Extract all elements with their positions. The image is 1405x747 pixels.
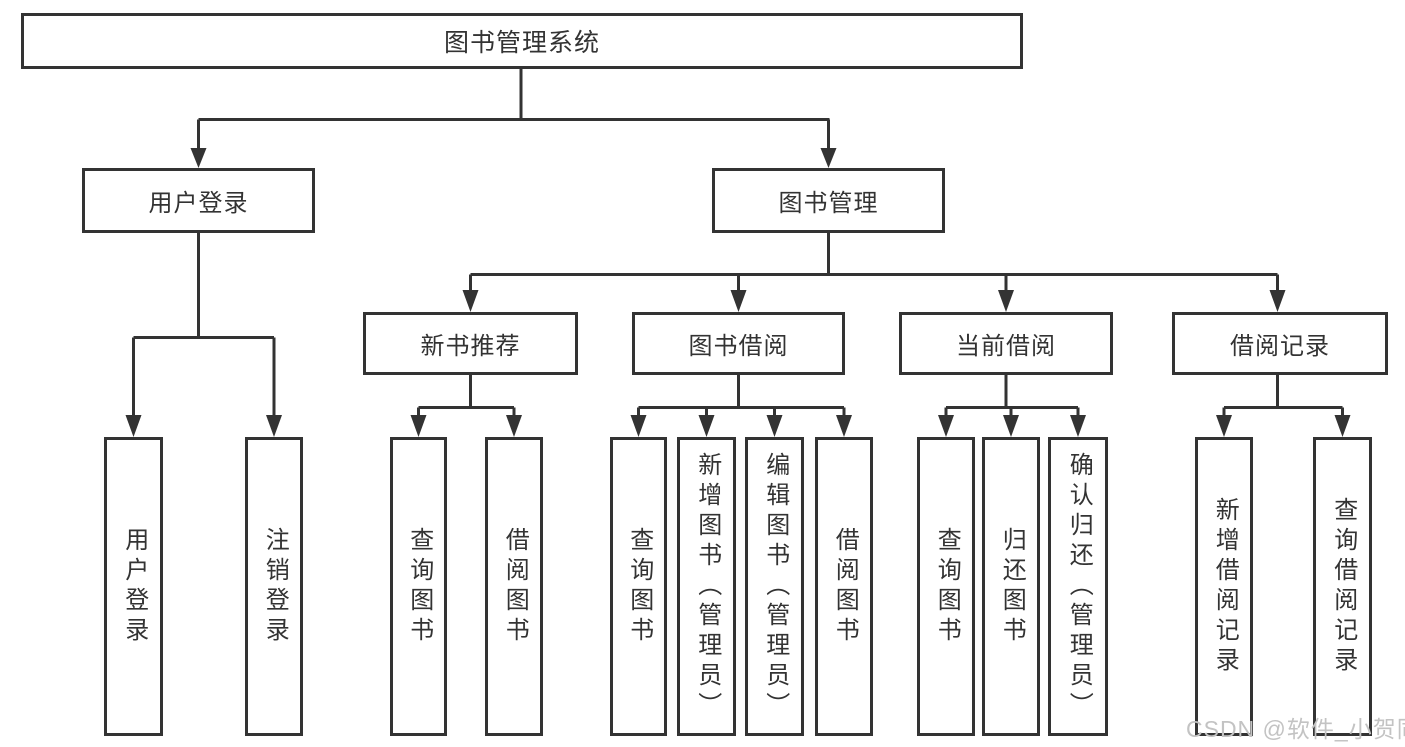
leaf-logout: 注销登录 xyxy=(245,437,303,736)
leaf-label: 新增借阅记录 xyxy=(1211,496,1239,677)
leaf-borrow-books-recommend: 借阅图书 xyxy=(485,437,543,736)
leaf-label: 查询图书 xyxy=(625,526,653,647)
node-label: 借阅记录 xyxy=(1230,333,1330,360)
node-label: 新书推荐 xyxy=(420,333,521,360)
leaf-add-borrow-record: 新增借阅记录 xyxy=(1195,437,1253,736)
leaf-return-books: 归还图书 xyxy=(982,437,1040,736)
node-user-login: 用户登录 xyxy=(82,168,315,233)
leaf-query-books-borrowing: 查询图书 xyxy=(610,437,667,736)
leaf-add-books-admin: 新增图书（管理员） xyxy=(677,437,736,736)
node-label: 图书管理 xyxy=(778,190,879,217)
leaf-query-borrow-record: 查询借阅记录 xyxy=(1313,437,1372,736)
leaf-label: 新增图书（管理员） xyxy=(693,451,721,722)
leaf-label: 借阅图书 xyxy=(501,526,529,647)
leaf-label: 归还图书 xyxy=(998,526,1026,647)
leaf-label: 注销登录 xyxy=(261,526,289,647)
node-label: 图书借阅 xyxy=(688,333,789,360)
node-root-library-system: 图书管理系统 xyxy=(21,13,1023,69)
leaf-query-books-recommend: 查询图书 xyxy=(390,437,447,736)
leaf-label: 借阅图书 xyxy=(831,526,859,647)
node-new-book-recommend: 新书推荐 xyxy=(363,312,578,375)
node-label: 图书管理系统 xyxy=(443,29,600,57)
leaf-label: 用户登录 xyxy=(120,526,148,647)
leaf-user-login: 用户登录 xyxy=(104,437,163,736)
leaf-confirm-return-admin: 确认归还（管理员） xyxy=(1048,437,1108,736)
node-current-borrowing: 当前借阅 xyxy=(899,312,1113,375)
leaf-edit-books-admin: 编辑图书（管理员） xyxy=(745,437,804,736)
leaf-label: 编辑图书（管理员） xyxy=(761,451,789,722)
watermark-csdn: CSDN @软件_小贺同学 xyxy=(1186,716,1405,742)
leaf-label: 查询图书 xyxy=(405,526,433,647)
leaf-label: 查询图书 xyxy=(933,526,961,647)
node-book-borrowing: 图书借阅 xyxy=(632,312,845,375)
leaf-label: 查询借阅记录 xyxy=(1329,496,1357,677)
node-label: 用户登录 xyxy=(148,190,249,217)
node-borrowing-records: 借阅记录 xyxy=(1172,312,1388,375)
leaf-label: 确认归还（管理员） xyxy=(1065,451,1093,722)
leaf-borrow-books-borrowing: 借阅图书 xyxy=(815,437,873,736)
node-book-management: 图书管理 xyxy=(712,168,945,233)
leaf-query-books-current: 查询图书 xyxy=(917,437,975,736)
node-label: 当前借阅 xyxy=(956,333,1056,360)
